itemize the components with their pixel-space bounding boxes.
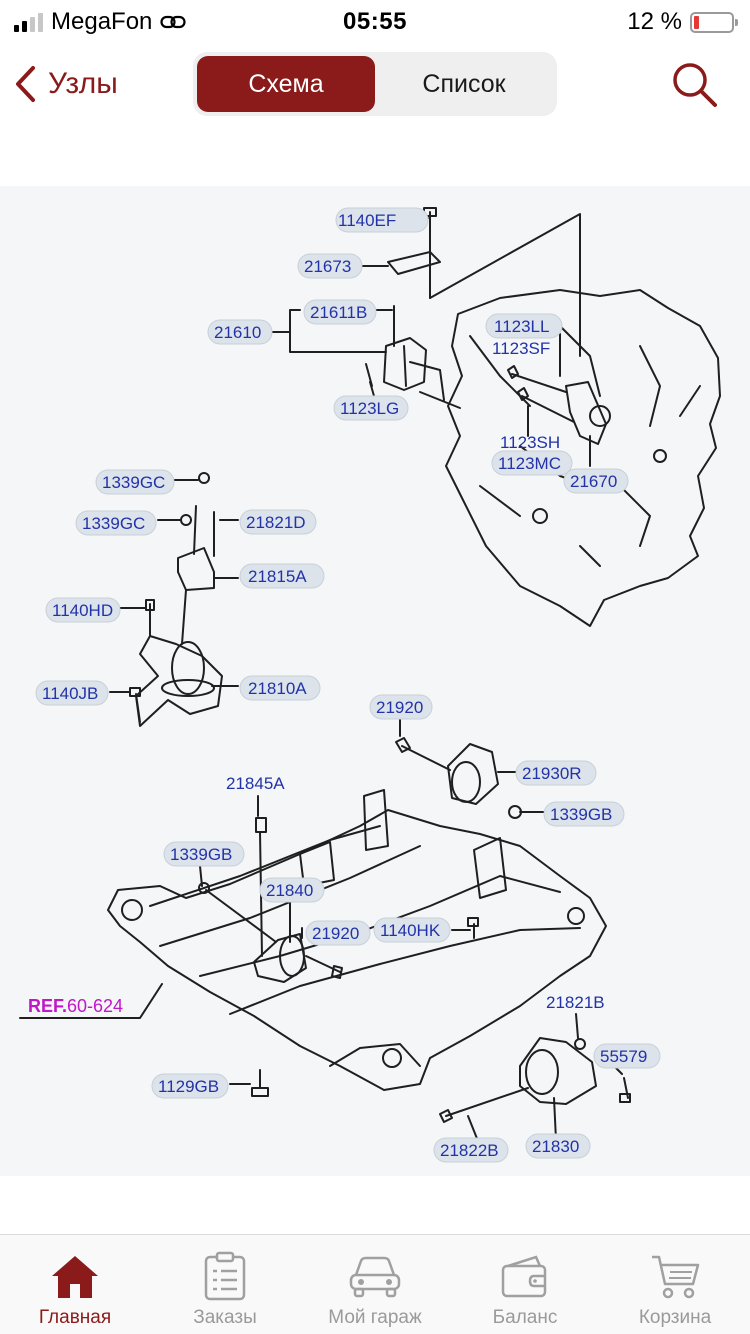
part-label[interactable]: 1339GB bbox=[543, 801, 625, 827]
back-label: Узлы bbox=[48, 67, 118, 100]
part-label[interactable]: 1140JB bbox=[35, 680, 109, 706]
svg-text:21821D: 21821D bbox=[246, 513, 306, 532]
view-switcher: Схема Список bbox=[193, 52, 557, 116]
part-label[interactable]: 21830 bbox=[525, 1133, 591, 1159]
svg-text:1140EF: 1140EF bbox=[338, 211, 396, 230]
part-label[interactable]: 21920 bbox=[305, 920, 371, 946]
parts-diagram[interactable]: 1140EF 21673 21611B 21610 1123LG 1123LL … bbox=[0, 186, 750, 1176]
svg-text:1129GB: 1129GB bbox=[158, 1077, 219, 1096]
segment-list[interactable]: Список bbox=[422, 69, 506, 98]
tab-cart[interactable]: Корзина bbox=[600, 1235, 750, 1334]
part-label[interactable]: 21920 bbox=[369, 694, 433, 720]
part-label[interactable]: 21610 bbox=[207, 319, 273, 345]
tab-garage[interactable]: Мой гараж bbox=[300, 1235, 450, 1334]
part-label[interactable]: 1339GB bbox=[163, 841, 245, 867]
part-label[interactable]: 21822B bbox=[433, 1137, 509, 1163]
tab-orders[interactable]: Заказы bbox=[150, 1235, 300, 1334]
search-icon[interactable] bbox=[670, 60, 720, 110]
part-label[interactable]: 21815A bbox=[239, 563, 325, 589]
svg-text:21810A: 21810A bbox=[248, 679, 307, 698]
tab-label: Корзина bbox=[638, 1307, 712, 1328]
svg-text:1123MC: 1123MC bbox=[498, 454, 561, 473]
part-label[interactable]: 21845A bbox=[226, 774, 285, 793]
part-label[interactable]: 1339GC bbox=[75, 510, 157, 536]
orders-icon bbox=[198, 1251, 252, 1301]
svg-text:1339GC: 1339GC bbox=[82, 514, 145, 533]
svg-text:21610: 21610 bbox=[214, 323, 261, 342]
status-right: 12 % bbox=[627, 8, 738, 36]
segment-scheme[interactable]: Схема bbox=[197, 56, 375, 112]
svg-text:21670: 21670 bbox=[570, 472, 617, 491]
status-left: MegaFon bbox=[14, 8, 186, 36]
part-label[interactable]: 21673 bbox=[297, 253, 363, 279]
svg-text:1140HK: 1140HK bbox=[380, 921, 441, 940]
svg-text:21920: 21920 bbox=[312, 924, 359, 943]
tab-bar: Главная Заказы bbox=[0, 1234, 750, 1334]
svg-text:1339GC: 1339GC bbox=[102, 473, 165, 492]
tab-home[interactable]: Главная bbox=[0, 1235, 150, 1334]
part-label[interactable]: 21930R bbox=[515, 760, 597, 786]
part-label[interactable]: 1123SH bbox=[500, 433, 560, 452]
tab-label: Мой гараж bbox=[328, 1307, 422, 1328]
part-label[interactable]: 1123SF bbox=[492, 339, 550, 358]
nav-bar: Узлы Схема Список bbox=[0, 46, 750, 126]
part-label[interactable]: 1123MC bbox=[491, 450, 573, 476]
svg-text:1339GB: 1339GB bbox=[550, 805, 612, 824]
svg-text:21920: 21920 bbox=[376, 698, 423, 717]
car-icon bbox=[348, 1251, 402, 1301]
svg-text:21822B: 21822B bbox=[440, 1141, 499, 1160]
part-label[interactable]: 1123LG bbox=[333, 395, 409, 421]
part-label[interactable]: 1140EF bbox=[335, 207, 429, 233]
tab-balance[interactable]: Баланс bbox=[450, 1235, 600, 1334]
status-bar: MegaFon 05:55 12 % bbox=[0, 0, 750, 42]
svg-text:21840: 21840 bbox=[266, 881, 313, 900]
battery-icon bbox=[690, 11, 738, 33]
cart-icon bbox=[648, 1251, 702, 1301]
chevron-left-icon bbox=[16, 66, 35, 102]
svg-text:1140JB: 1140JB bbox=[42, 684, 98, 703]
back-button[interactable]: Узлы bbox=[14, 58, 118, 110]
part-label[interactable]: 1129GB bbox=[151, 1073, 229, 1099]
svg-text:21815A: 21815A bbox=[248, 567, 307, 586]
part-label[interactable]: 1123LL bbox=[485, 313, 563, 339]
svg-text:21930R: 21930R bbox=[522, 764, 582, 783]
status-time: 05:55 bbox=[343, 8, 407, 35]
diagram-drawing: 1140EF 21673 21611B 21610 1123LG 1123LL … bbox=[19, 207, 721, 1163]
svg-text:1123LG: 1123LG bbox=[340, 399, 399, 418]
part-label[interactable]: 55579 bbox=[593, 1043, 661, 1069]
diagram-labels: 1140EF 21673 21611B 21610 1123LG 1123LL … bbox=[28, 207, 661, 1163]
wallet-icon bbox=[498, 1251, 552, 1301]
signal-icon bbox=[14, 12, 43, 32]
tab-label: Баланс bbox=[492, 1307, 558, 1328]
part-label[interactable]: 21821B bbox=[546, 993, 605, 1012]
svg-text:1123LL: 1123LL bbox=[494, 317, 549, 336]
svg-text:21673: 21673 bbox=[304, 257, 351, 276]
part-label[interactable]: 21810A bbox=[239, 675, 321, 701]
part-label[interactable]: 1140HD bbox=[45, 597, 121, 623]
svg-text:21830: 21830 bbox=[532, 1137, 579, 1156]
link-icon bbox=[160, 15, 186, 29]
tab-label: Заказы bbox=[193, 1307, 257, 1328]
svg-text:21611B: 21611B bbox=[310, 303, 367, 322]
battery-percent: 12 % bbox=[627, 8, 682, 35]
tab-label: Главная bbox=[38, 1307, 112, 1328]
part-label[interactable]: 1140HK bbox=[373, 917, 451, 943]
part-label[interactable]: 1339GC bbox=[95, 469, 175, 495]
svg-text:1140HD: 1140HD bbox=[52, 601, 113, 620]
part-label[interactable]: 21821D bbox=[239, 509, 317, 535]
svg-text:55579: 55579 bbox=[600, 1047, 647, 1066]
part-label[interactable]: 21840 bbox=[259, 877, 325, 903]
home-icon bbox=[48, 1251, 102, 1301]
part-label[interactable]: 21611B bbox=[303, 299, 377, 325]
ref-label[interactable]: REF.60-624 bbox=[28, 996, 123, 1016]
part-label[interactable]: 21670 bbox=[563, 468, 629, 494]
svg-text:1339GB: 1339GB bbox=[170, 845, 232, 864]
carrier-name: MegaFon bbox=[51, 8, 153, 35]
